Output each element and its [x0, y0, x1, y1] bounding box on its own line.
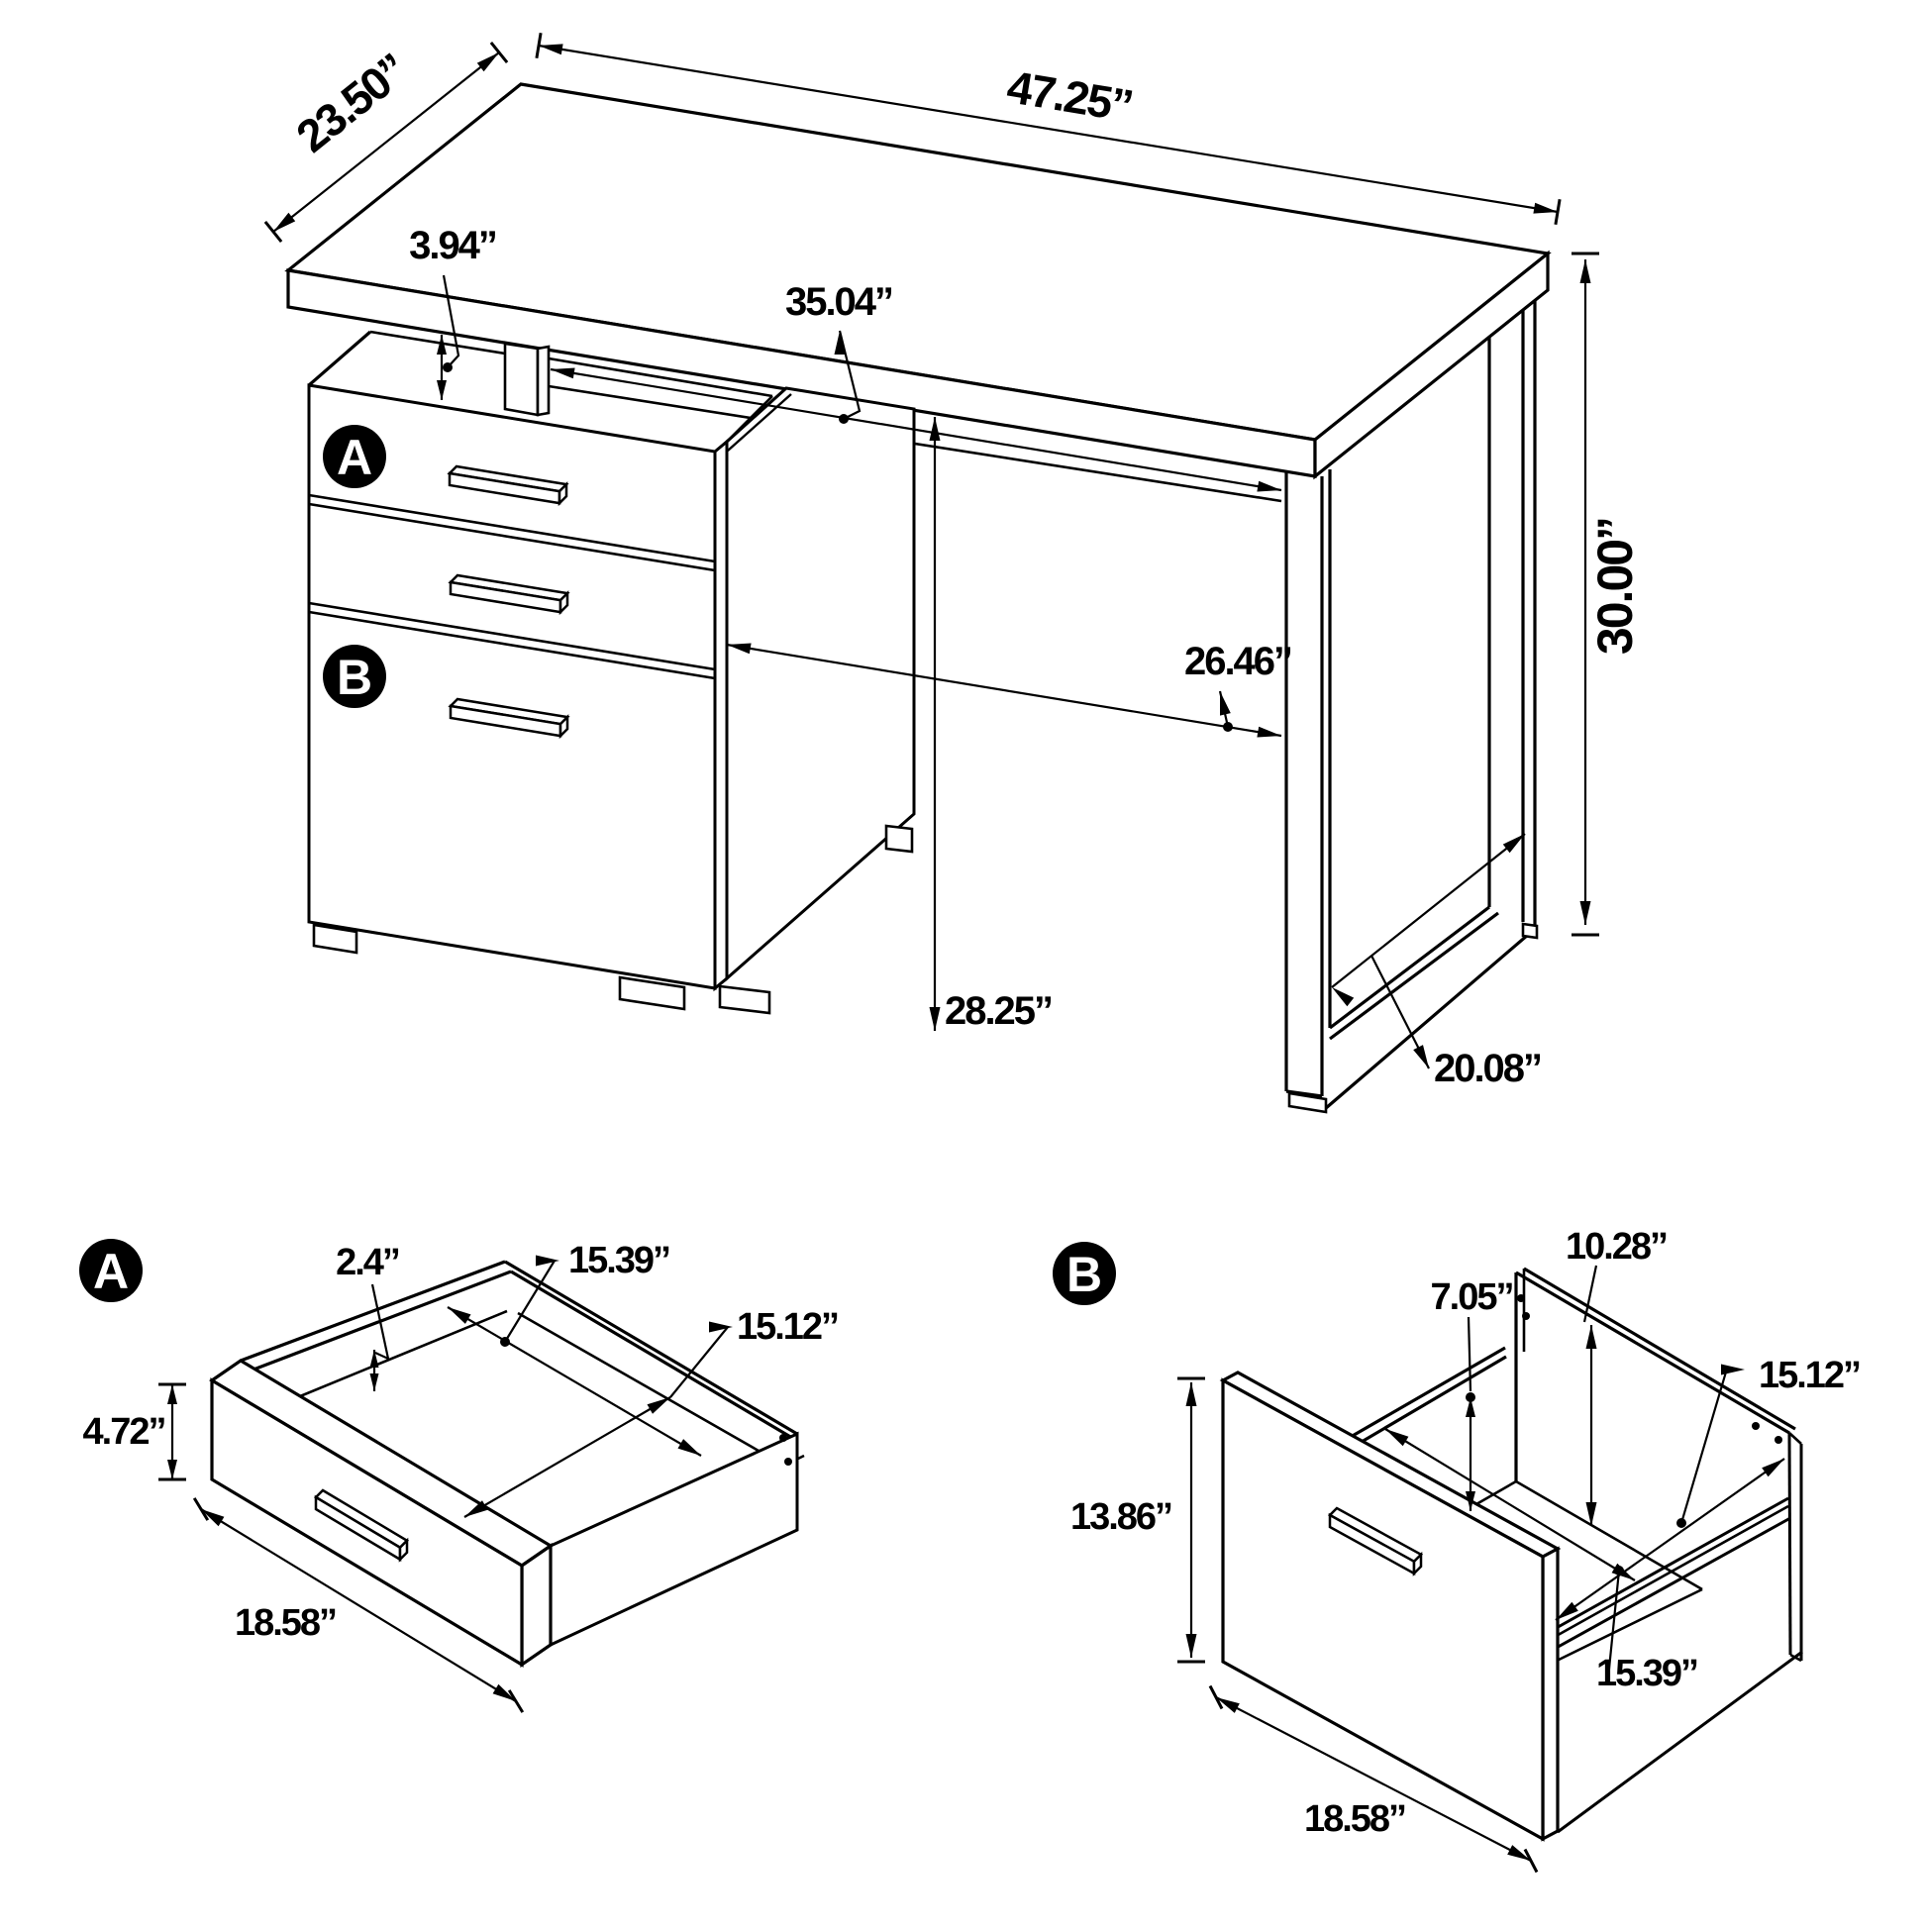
svg-text:30.00”: 30.00” — [1587, 518, 1643, 655]
svg-text:4.72”: 4.72” — [83, 1411, 165, 1453]
svg-text:20.08”: 20.08” — [1434, 1047, 1541, 1090]
svg-text:7.05”: 7.05” — [1431, 1276, 1513, 1318]
svg-text:2.4”: 2.4” — [336, 1242, 399, 1283]
svg-text:15.39”: 15.39” — [568, 1240, 669, 1281]
svg-text:10.28”: 10.28” — [1566, 1226, 1667, 1268]
svg-text:18.58”: 18.58” — [1304, 1798, 1405, 1840]
svg-text:15.12”: 15.12” — [1759, 1355, 1860, 1396]
svg-text:3.94”: 3.94” — [409, 224, 496, 267]
svg-text:26.46”: 26.46” — [1184, 640, 1291, 683]
svg-text:A: A — [337, 430, 372, 485]
svg-text:A: A — [93, 1244, 129, 1299]
svg-text:B: B — [1066, 1247, 1102, 1302]
svg-text:15.39”: 15.39” — [1596, 1653, 1697, 1694]
svg-text:13.86”: 13.86” — [1070, 1496, 1171, 1538]
svg-text:28.25”: 28.25” — [945, 989, 1052, 1033]
svg-text:B: B — [337, 650, 372, 705]
svg-text:15.12”: 15.12” — [737, 1306, 838, 1348]
svg-text:18.58”: 18.58” — [235, 1602, 336, 1644]
svg-text:35.04”: 35.04” — [785, 280, 892, 324]
